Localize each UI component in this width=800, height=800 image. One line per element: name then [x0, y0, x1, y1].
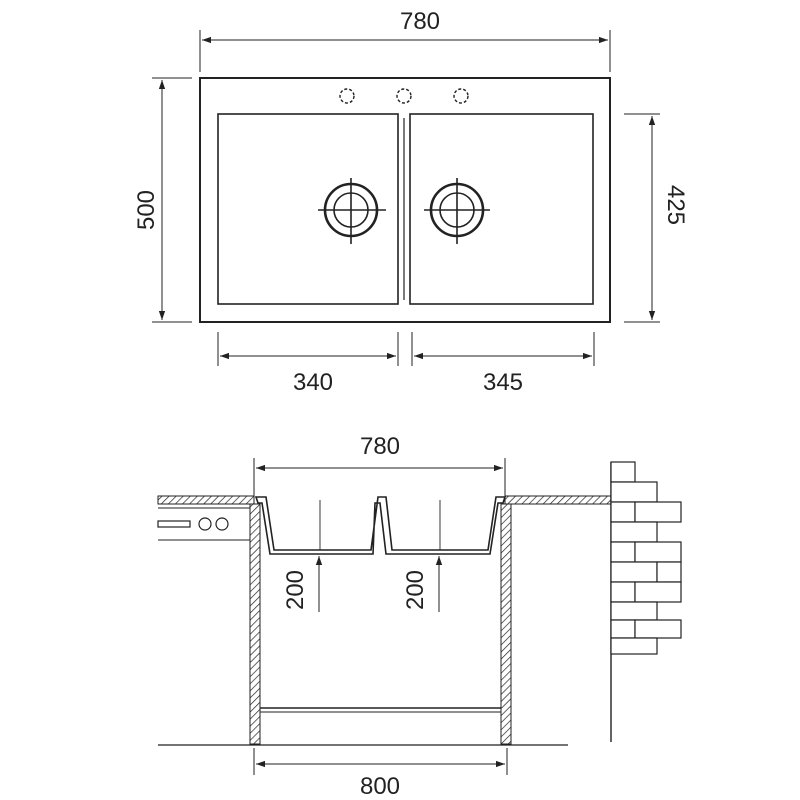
- drawer-handle-icon: [157, 520, 191, 528]
- left-depth-dimension: 200: [282, 556, 323, 612]
- left-depth-label: 200: [282, 570, 309, 610]
- right-bowl-width-label: 345: [483, 369, 523, 396]
- cabinet-width-dimension: 800: [253, 748, 508, 800]
- left-drain-icon: [318, 178, 386, 244]
- top-height-label: 500: [133, 190, 160, 230]
- top-width-label: 780: [400, 8, 440, 35]
- top-height-dimension: 500: [133, 77, 192, 323]
- section-width-dimension: 780: [253, 433, 506, 498]
- cabinet-walls: [249, 503, 512, 745]
- left-bowl-outline: [217, 113, 399, 305]
- knob-icon: [215, 517, 229, 531]
- sink-outline: [199, 77, 611, 323]
- tap-hole-icon: [396, 88, 412, 104]
- left-bowl-width-label: 340: [293, 369, 333, 396]
- tap-hole-icon: [453, 88, 469, 104]
- bowl-depth-dimension: 425: [624, 113, 689, 323]
- right-depth-dimension: 200: [402, 556, 443, 612]
- right-drain-icon: [424, 178, 490, 244]
- cabinet-width-label: 800: [360, 773, 400, 800]
- sink-cross-section: [254, 496, 507, 555]
- section-view: 780: [157, 433, 682, 800]
- bowl-depth-label: 425: [662, 185, 689, 225]
- brick-wall: [610, 461, 682, 742]
- tap-hole-icon: [339, 88, 355, 104]
- right-bowl-outline: [409, 113, 594, 305]
- left-bowl-width-dimension: 340: [217, 332, 399, 396]
- drawer-front: [157, 507, 250, 541]
- right-bowl-width-dimension: 345: [411, 332, 595, 396]
- knob-icon: [198, 517, 212, 531]
- tap-holes: [339, 88, 469, 104]
- right-depth-label: 200: [402, 570, 429, 610]
- top-width-dimension: 780: [199, 8, 611, 72]
- section-width-label: 780: [360, 433, 400, 460]
- top-view: 780 500 425 340 345: [133, 8, 689, 396]
